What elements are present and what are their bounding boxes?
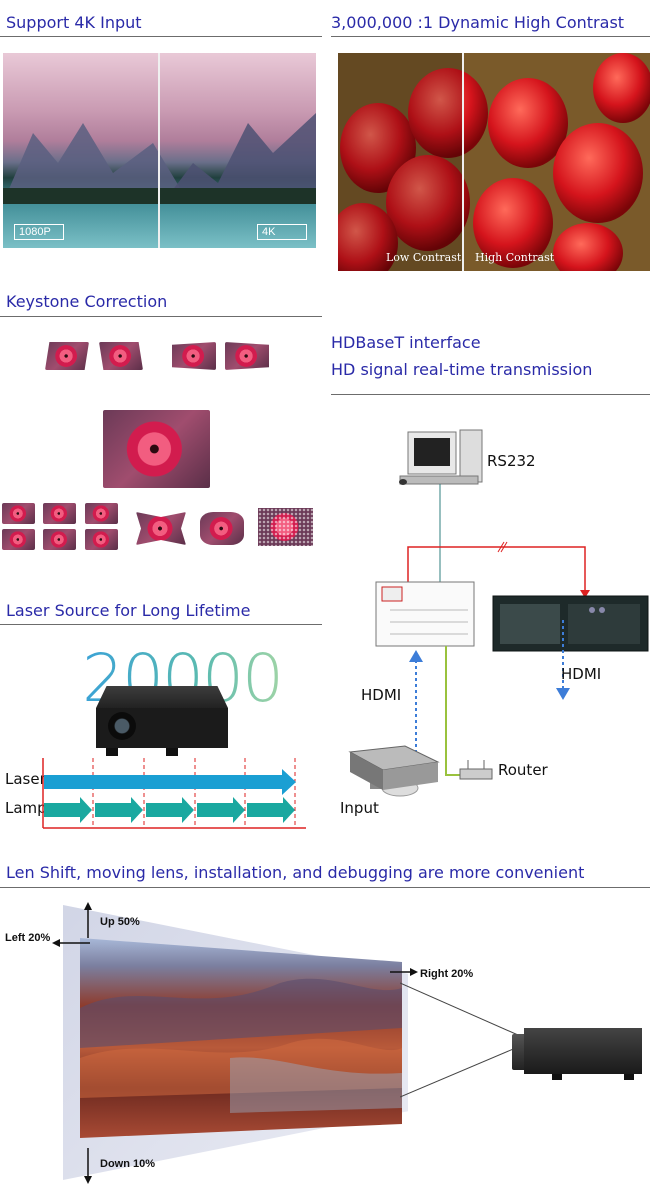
router-icon: [459, 760, 493, 780]
shift-arrows: [52, 902, 418, 1184]
dvd-player-icon: [348, 745, 440, 797]
rule-lens: [0, 887, 650, 888]
grid-thumb-5: [43, 529, 76, 550]
laser-projector-image: [96, 686, 228, 756]
projection-beam: [400, 982, 519, 1098]
label-down: Down 10%: [100, 1158, 156, 1170]
tag-1080p: 1080P: [14, 224, 64, 240]
projector-rear-icon: [492, 595, 649, 652]
transmitter-icon: [375, 581, 475, 647]
label-hdmi-in: HDMI: [361, 686, 402, 704]
label-rs232: RS232: [487, 452, 536, 470]
pixel-grid-overlay: [258, 508, 313, 546]
lens-shift-projector: [512, 1028, 642, 1080]
laser-arrow: [44, 769, 296, 795]
keystone-thumb-3: [172, 342, 216, 370]
hdbaset-line-1: HDBaseT interface: [331, 333, 481, 352]
computer-icon: [399, 429, 483, 485]
rule-4k: [0, 36, 322, 37]
grid-thumb-4: [2, 529, 35, 550]
grid-thumb-1: [2, 503, 35, 524]
rule-contrast: [331, 36, 650, 37]
keystone-thumb-1: [45, 342, 89, 370]
label-right: Right 20%: [420, 968, 474, 980]
label-input: Input: [340, 799, 379, 817]
label-low-contrast: Low Contrast: [386, 251, 462, 264]
heading-contrast: 3,000,000 :1 Dynamic High Contrast: [331, 13, 625, 32]
rule-keystone: [0, 316, 322, 317]
image-split-line: [158, 53, 160, 248]
hdbaset-line-2: HD signal real-time transmission: [331, 360, 593, 379]
grid-thumb-3: [85, 503, 118, 524]
label-left: Left 20%: [5, 932, 51, 944]
lifetime-chart: [42, 758, 306, 829]
lamp-arrows: [44, 797, 295, 823]
heading-4k-input: Support 4K Input: [6, 13, 142, 32]
keystone-center-image: [103, 410, 210, 488]
label-high-contrast: High Contrast: [475, 251, 555, 264]
heading-keystone: Keystone Correction: [6, 292, 168, 311]
contrast-split-line: [462, 53, 464, 271]
label-hdmi-out: HDMI: [561, 665, 602, 683]
grid-thumb-2: [43, 503, 76, 524]
label-router: Router: [498, 761, 548, 779]
label-lamp: Lamp: [5, 799, 47, 817]
tag-4k: 4K: [257, 224, 307, 240]
keystone-thumb-2: [99, 342, 143, 370]
rule-laser: [0, 624, 322, 625]
landscape-image: 1080P 4K: [3, 53, 316, 248]
keystone-thumb-4: [225, 342, 269, 370]
grid-thumb-6: [85, 529, 118, 550]
strawberry-image: Low Contrast High Contrast: [338, 53, 650, 271]
label-laser: Laser: [5, 770, 46, 788]
heading-lens-shift: Len Shift, moving lens, installation, an…: [6, 863, 585, 882]
curved-thumb-2: [200, 512, 244, 545]
hdbaset-diagram: [348, 429, 649, 797]
curved-thumb-1: [136, 512, 186, 545]
rule-hdbaset: [331, 394, 650, 395]
label-up: Up 50%: [100, 916, 140, 928]
landscape-detail: [80, 978, 402, 1113]
heading-laser: Laser Source for Long Lifetime: [6, 601, 251, 620]
